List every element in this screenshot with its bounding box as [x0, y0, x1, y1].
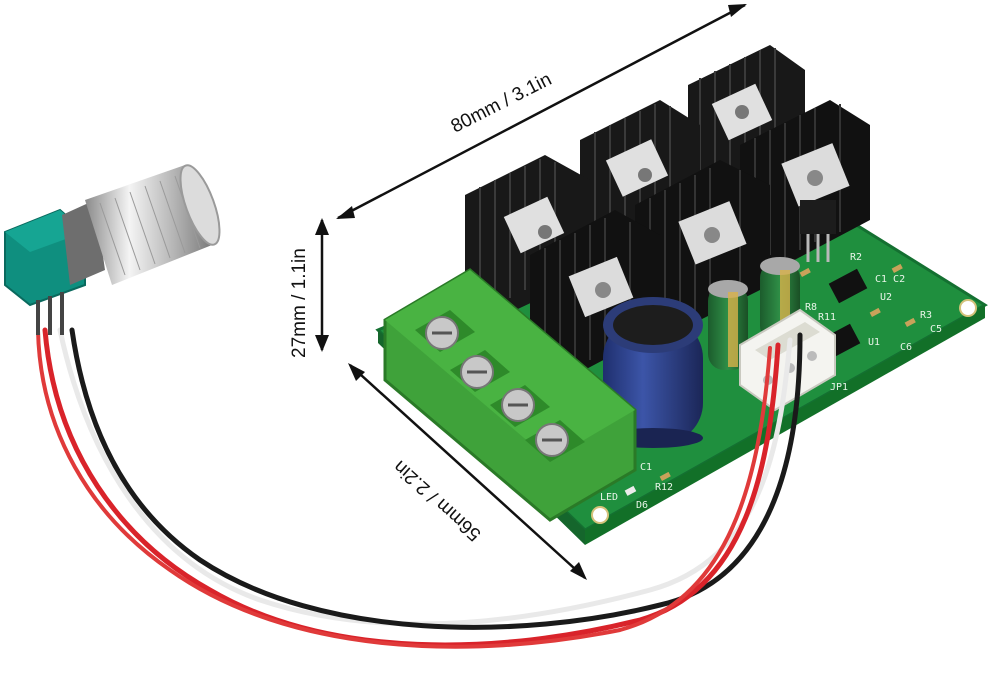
wire-harness: [36, 327, 803, 649]
potentiometer-knob: [85, 164, 221, 285]
terminal-screw-1: [415, 310, 475, 352]
silk-r12: R12: [655, 482, 673, 493]
silkscreen-labels: C1 R12 D6 LED R8 R11 C5 C6 R2 R3 JP1 C1 …: [600, 252, 942, 511]
silk-u1: U1: [868, 337, 880, 348]
terminal-screw-2: [450, 350, 510, 392]
wire-red-2: [36, 328, 772, 649]
terminal-screw-4: [525, 420, 585, 462]
silk-r8: R8: [805, 302, 817, 313]
silk-r11: R11: [818, 312, 836, 323]
potentiometer: [4, 164, 221, 335]
silk-c6: C6: [900, 342, 912, 353]
silk-c5: C5: [930, 324, 942, 335]
dimension-27mm: 27mm / 1.1in: [289, 218, 329, 358]
silk-led: LED: [600, 492, 618, 503]
silk-jp1: JP1: [830, 382, 848, 393]
wire-white: [57, 327, 793, 627]
dimension-label-width: 56mm / 2.2in: [390, 456, 486, 545]
silk-r3: R3: [920, 310, 932, 321]
dimension-label-height: 27mm / 1.1in: [289, 248, 310, 358]
dimension-label-length: 80mm / 3.1in: [448, 69, 555, 138]
heatsink-array: [465, 45, 870, 375]
wire-black: [69, 327, 803, 630]
electrolytic-capacitor-small-1: [708, 280, 748, 370]
silk-d6: D6: [636, 500, 648, 511]
silk-r2: R2: [850, 252, 862, 263]
terminal-screw-3: [490, 385, 550, 427]
heatsink-front-right: [740, 100, 870, 265]
ic-chip-top: [828, 268, 868, 304]
silk-c1: C1: [640, 462, 652, 473]
screw-terminal-block: [383, 268, 637, 522]
silk-c1c2: C1 C2: [875, 274, 905, 285]
silk-u2: U2: [880, 292, 892, 303]
